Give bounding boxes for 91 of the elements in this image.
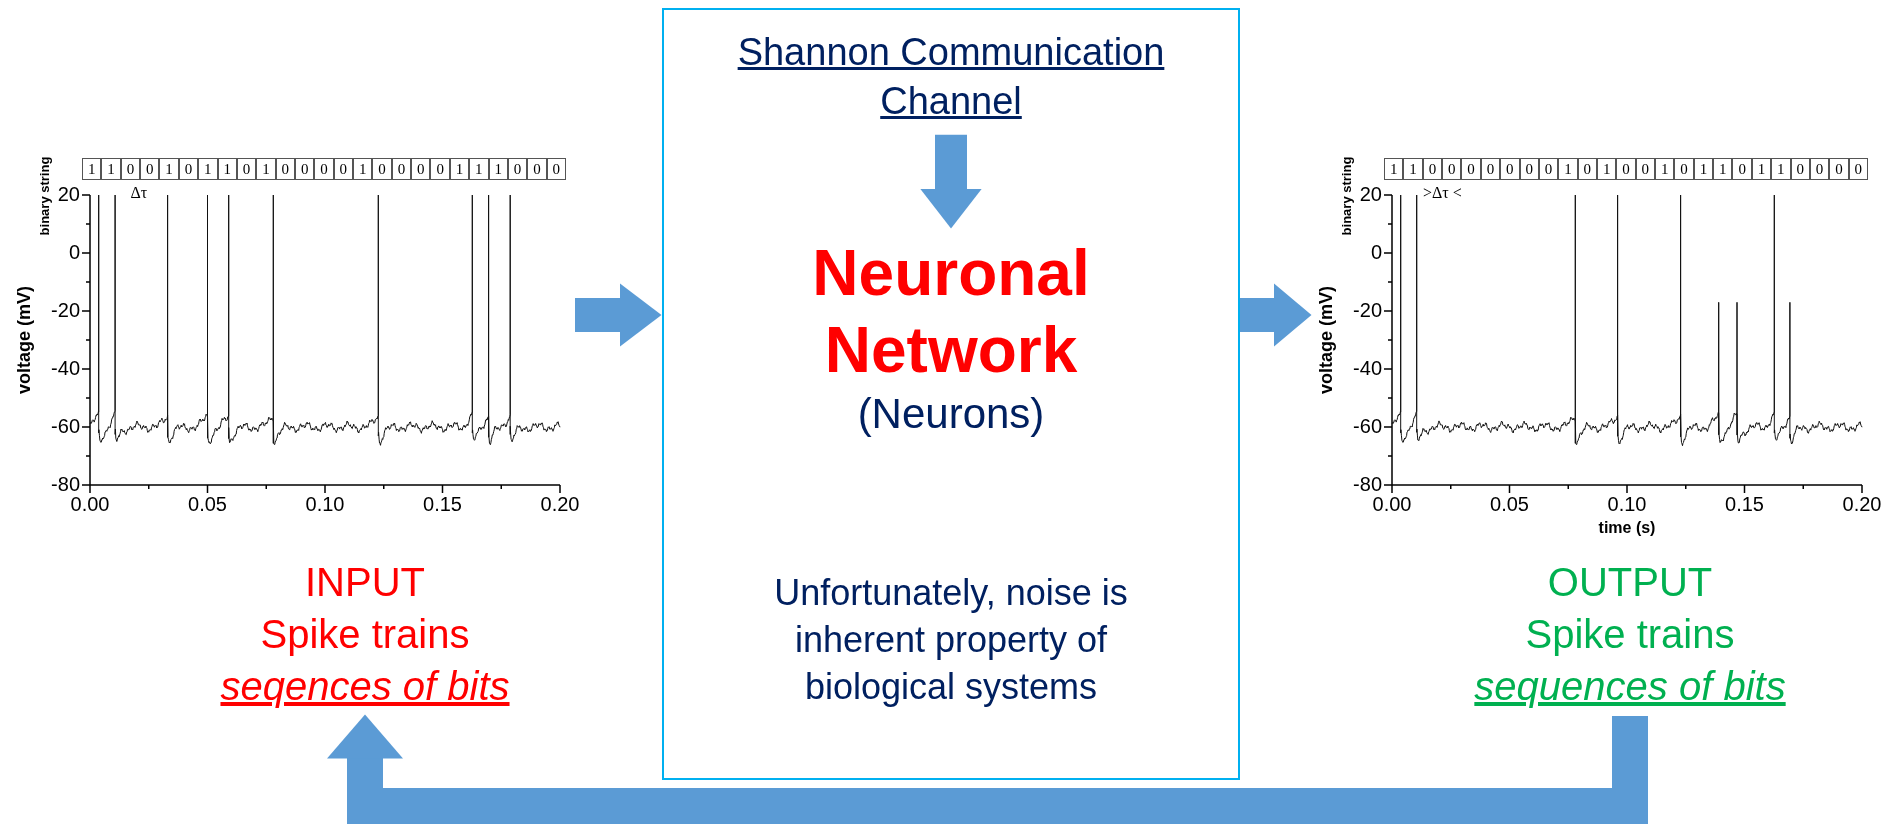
- binary-digit: 1: [1596, 158, 1617, 180]
- binary-digit: 0: [333, 158, 354, 180]
- text-line: (Neurons): [856, 388, 1046, 439]
- binary-digit: 0: [430, 158, 450, 180]
- delta-tau-text: Δτ: [130, 184, 148, 202]
- channel-box: [662, 8, 1240, 780]
- binary-digit: 1: [256, 158, 276, 180]
- binary-digit: 1: [1558, 158, 1578, 180]
- block-arrow: [575, 283, 662, 347]
- binary-digit: 0: [1442, 158, 1462, 180]
- binary-digit: 0: [1790, 158, 1810, 180]
- binary-digit: 0: [236, 158, 257, 180]
- text-line: Spike trains: [259, 611, 471, 658]
- tick-label: -80: [1352, 473, 1382, 496]
- tick-label: 0.10: [304, 493, 346, 516]
- binary-digit: 1: [1655, 158, 1675, 180]
- axis-title: voltage (mV): [14, 285, 35, 396]
- binary-digit: 0: [507, 158, 528, 180]
- heading-text: OUTPUT: [1546, 559, 1714, 606]
- binary-digit: 1: [198, 158, 218, 180]
- axis-title: time (s): [1597, 519, 1657, 537]
- tick-label: 0.05: [187, 493, 228, 516]
- tick-label: 0.20: [1841, 493, 1882, 516]
- block-arrow: [920, 134, 982, 229]
- tick-label: 0.10: [1606, 493, 1648, 516]
- binary-digit: 0: [314, 158, 334, 180]
- axis-title: binary string: [37, 155, 53, 238]
- tick-label: 0: [67, 241, 80, 264]
- tick-label: -60: [50, 415, 80, 438]
- binary-digit: 0: [1519, 158, 1539, 180]
- binary-digit: 0: [275, 158, 295, 180]
- binary-digit: 0: [527, 158, 547, 180]
- binary-digit: 0: [1635, 158, 1656, 180]
- binary-digit: 0: [120, 158, 141, 180]
- text-line: Spike trains: [1524, 611, 1736, 658]
- binary-digit: 1: [1713, 158, 1733, 180]
- tick-label: 0: [1369, 241, 1382, 264]
- tick-label: 0.15: [422, 493, 463, 516]
- binary-digit: 1: [488, 158, 508, 180]
- tick-label: 0.15: [1724, 493, 1765, 516]
- binary-digit: 1: [1384, 158, 1404, 180]
- block-arrow: [1240, 283, 1312, 347]
- binary-digit: 1: [1403, 158, 1423, 180]
- binary-digit: 0: [372, 158, 392, 180]
- binary-digit: 0: [1480, 158, 1501, 180]
- heading-text: Neuronal Network: [811, 236, 1091, 388]
- binary-digit: 0: [1500, 158, 1520, 180]
- heading-text: Shannon Communication Channel: [721, 28, 1181, 127]
- tick-label: -20: [50, 299, 80, 322]
- binary-digit: 0: [1809, 158, 1830, 180]
- binary-digit: 0: [391, 158, 412, 180]
- binary-digit: 1: [469, 158, 489, 180]
- binary-digit: 0: [1577, 158, 1597, 180]
- binary-digit: 1: [1693, 158, 1714, 180]
- tick-label: -80: [50, 473, 80, 496]
- delta-tau-text: >Δτ <: [1423, 184, 1462, 202]
- binary-digit: 1: [449, 158, 470, 180]
- tick-label: 0.20: [539, 493, 581, 516]
- tick-label: -40: [1352, 357, 1382, 380]
- binary-digit: 0: [411, 158, 431, 180]
- binary-digit: 0: [1538, 158, 1559, 180]
- axis-title: voltage (mV): [1316, 285, 1337, 396]
- binary-digit: 1: [1771, 158, 1791, 180]
- binary-digit: 0: [1829, 158, 1849, 180]
- binary-digit: 0: [546, 158, 566, 180]
- tick-label: -40: [50, 357, 80, 380]
- note-text: Unfortunately, noise is inherent property of biological systems: [773, 571, 1129, 709]
- binary-digit: 0: [178, 158, 199, 180]
- binary-digit: 1: [82, 158, 102, 180]
- binary-digit: 0: [1732, 158, 1752, 180]
- tick-label: -60: [1352, 415, 1382, 438]
- binary-digit: 0: [294, 158, 315, 180]
- binary-digit: 0: [1422, 158, 1443, 180]
- text-line: seqences of bits: [219, 663, 511, 710]
- binary-digit: 0: [1674, 158, 1694, 180]
- binary-digit: 1: [217, 158, 237, 180]
- binary-digit: 0: [1848, 158, 1868, 180]
- axis-title: binary string: [1339, 155, 1355, 238]
- tick-label: 0.00: [1371, 493, 1413, 516]
- text-line: sequences of bits: [1473, 663, 1787, 710]
- tick-label: 0.05: [1489, 493, 1530, 516]
- binary-digit: 0: [140, 158, 160, 180]
- binary-digit: 1: [101, 158, 121, 180]
- binary-digit: 0: [1461, 158, 1481, 180]
- binary-digit: 1: [353, 158, 373, 180]
- binary-digit: 1: [159, 158, 179, 180]
- tick-label: -20: [1352, 299, 1382, 322]
- tick-label: 0.00: [69, 493, 111, 516]
- binary-digit: 0: [1616, 158, 1636, 180]
- binary-digit: 1: [1751, 158, 1772, 180]
- heading-text: INPUT: [304, 559, 426, 606]
